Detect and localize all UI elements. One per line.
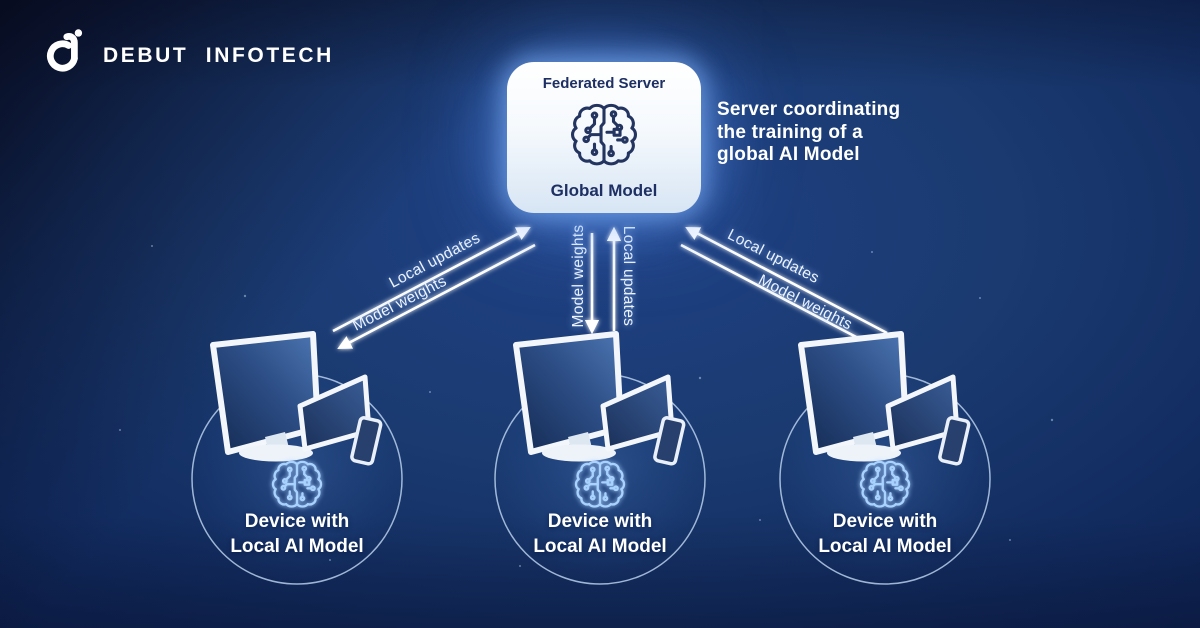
global-model-brain-icon [570, 103, 638, 165]
device-label-line1: Device with [547, 511, 653, 532]
arrow-left-local-updates [332, 227, 531, 333]
device-label-line2: Local AI Model [230, 536, 364, 557]
arrow-left-model-weights [337, 243, 536, 349]
device-label: Device with Local AI Model [465, 509, 735, 559]
device-label-line1: Device with [244, 511, 350, 532]
device-cluster-graphic [465, 331, 735, 611]
arrow-right-local-updates [685, 227, 888, 335]
device-cluster-right: Device with Local AI Model [750, 331, 1020, 611]
device-label-line1: Device with [832, 511, 938, 532]
server-caption: Server coordinating the training of a gl… [717, 99, 901, 165]
sparkle-dots [119, 245, 1054, 567]
device-cluster-graphic [162, 331, 432, 611]
logo-dot [74, 29, 83, 37]
server-title: Federated Server [542, 75, 666, 92]
federated-server-card: Federated Server Global Model [507, 62, 701, 213]
device-label-line2: Local AI Model [533, 536, 667, 557]
device-cluster-graphic [750, 331, 1020, 611]
device-label: Device with Local AI Model [750, 509, 1020, 559]
brand-logo: DEBUT INFOTECH [44, 27, 334, 77]
label-middle-model-weights: Model weights [570, 224, 587, 328]
device-cluster-middle: Device with Local AI Model [465, 331, 735, 611]
device-label-line2: Local AI Model [818, 536, 952, 557]
server-model-label: Global Model [550, 181, 658, 200]
device-label: Device with Local AI Model [162, 509, 432, 559]
arrow-right-model-weights [680, 243, 883, 351]
brand-name: DEBUT INFOTECH [103, 44, 334, 67]
brand-logo-icon [46, 29, 83, 72]
device-cluster-left: Device with Local AI Model [162, 331, 432, 611]
label-middle-local-updates: Local updates [620, 225, 637, 327]
